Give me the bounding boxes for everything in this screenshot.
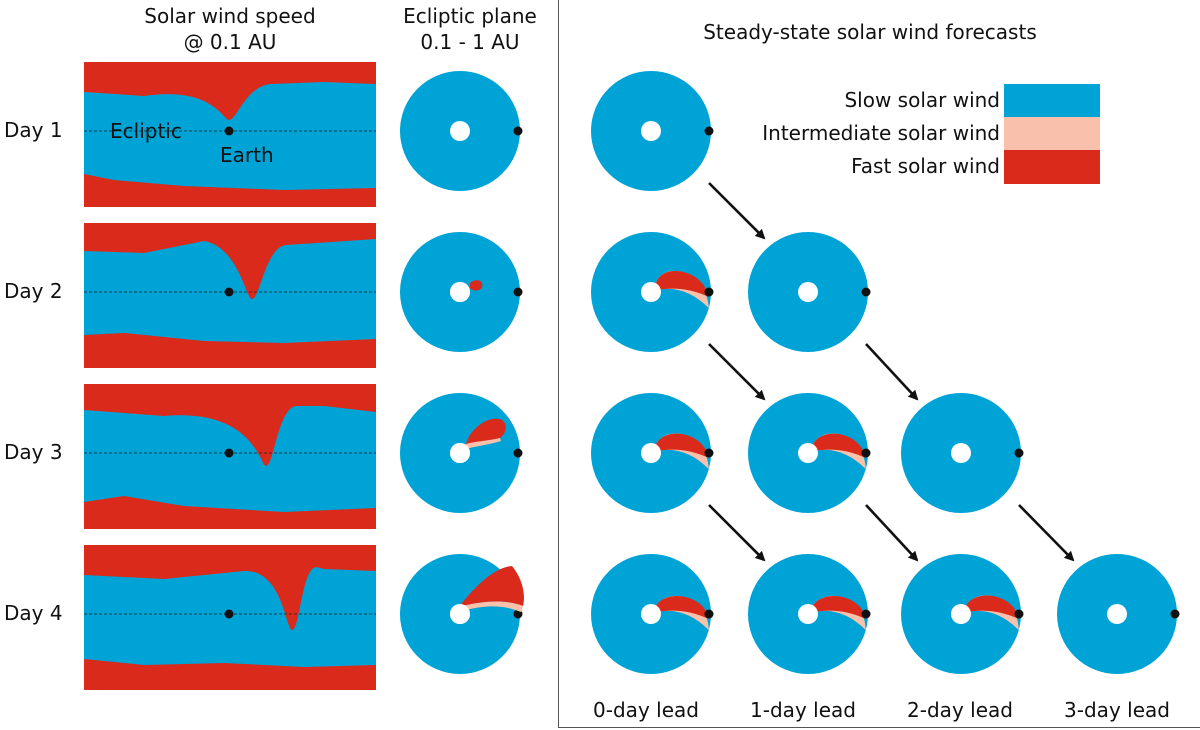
col2-header-line2: 0.1 - 1 AU bbox=[420, 30, 520, 54]
forecast-disk-r1-c1-earth-marker bbox=[704, 126, 714, 136]
lead-label-0: 0-day lead bbox=[593, 698, 699, 722]
forecast-arrow-2 bbox=[708, 343, 766, 401]
forecast-disk-r3-c1-earth-marker bbox=[704, 448, 714, 458]
forecast-disk-r4-c2-fast-stream bbox=[813, 596, 866, 619]
earth-label: Earth bbox=[220, 143, 274, 167]
earth-marker-map-day-3 bbox=[224, 448, 234, 458]
forecast-arrow-5 bbox=[865, 504, 919, 562]
synoptic-map-day-1-slow-region bbox=[84, 82, 376, 190]
ecliptic-disk-day-3-sun-hole-top bbox=[450, 443, 470, 463]
row-label-day-4: Day 4 bbox=[4, 601, 63, 625]
legend-label-intermediate: Intermediate solar wind bbox=[762, 121, 1000, 145]
ecliptic-disk-day-3-fast-blob bbox=[466, 418, 506, 448]
panel-divider-bottom bbox=[558, 727, 1200, 728]
forecast-disk-r4-c1-sun-hole bbox=[641, 604, 661, 624]
ecliptic-disk-day-4-sun-hole-top bbox=[450, 604, 470, 624]
lead-label-2: 2-day lead bbox=[907, 698, 1013, 722]
forecast-arrow-3 bbox=[865, 343, 919, 401]
forecast-disk-r4-c3-fast-stream bbox=[966, 595, 1019, 619]
forecast-disk-r2-c2-sun-hole bbox=[798, 282, 818, 302]
ecliptic-disk-day-1-earth-marker bbox=[513, 126, 523, 136]
legend-swatch-fast bbox=[1004, 150, 1100, 184]
forecast-disk-r3-c2-sun-hole bbox=[798, 443, 818, 463]
earth-marker-map-day-4 bbox=[224, 609, 234, 619]
lead-label-3: 3-day lead bbox=[1064, 698, 1170, 722]
legend-row-intermediate: Intermediate solar wind bbox=[762, 117, 1100, 151]
forecast-disk-r2-c1-earth-marker bbox=[704, 287, 714, 297]
forecast-disk-r4-c1-fast-stream bbox=[656, 596, 709, 619]
forecast-arrow-1 bbox=[708, 182, 766, 240]
panel-divider bbox=[558, 0, 559, 727]
ecliptic-disk-day-2-fast-blob bbox=[470, 280, 483, 291]
forecast-disk-r4-c3-sun-hole bbox=[951, 604, 971, 624]
forecast-disk-r3-c1-sun-hole bbox=[641, 443, 661, 463]
forecast-disk-r4-c2-earth-marker bbox=[861, 609, 871, 619]
forecast-disk-r3-c3-sun-hole bbox=[951, 443, 971, 463]
row-label-day-1: Day 1 bbox=[4, 118, 63, 142]
legend-label-slow: Slow solar wind bbox=[844, 88, 1000, 112]
ecliptic-disk-day-4-intermediate-blob bbox=[462, 601, 523, 612]
forecast-arrow-6 bbox=[1018, 504, 1075, 562]
forecast-disk-r2-c2-earth-marker bbox=[861, 287, 871, 297]
ecliptic-disk-day-4-fast-blob bbox=[462, 566, 524, 606]
ecliptic-disk-day-3-intermediate-blob bbox=[466, 438, 501, 449]
forecast-disk-r4-c4-sun-hole bbox=[1107, 604, 1127, 624]
legend-row-fast: Fast solar wind bbox=[800, 150, 1100, 184]
forecast-disk-r4-c3-earth-marker bbox=[1014, 609, 1024, 619]
ecliptic-disk-day-3-earth-marker bbox=[513, 448, 523, 458]
forecast-disk-r4-c2-sun-hole bbox=[798, 604, 818, 624]
forecast-disk-r2-c1-sun-hole bbox=[641, 282, 661, 302]
col1-header-line2: @ 0.1 AU bbox=[183, 30, 277, 54]
forecast-disk-r2-c1-fast-stream bbox=[656, 271, 709, 297]
lead-label-1: 1-day lead bbox=[750, 698, 856, 722]
synoptic-map-day-3-slow-region bbox=[84, 406, 376, 512]
legend: Slow solar wind Intermediate solar wind … bbox=[762, 84, 1100, 184]
legend-label-fast: Fast solar wind bbox=[851, 154, 1000, 178]
earth-marker-map-day-1 bbox=[224, 126, 234, 136]
forecast-disk-r1-c1-sun-hole bbox=[641, 121, 661, 141]
ecliptic-disk-day-2-sun-hole-top bbox=[450, 282, 470, 302]
forecast-disk-r4-c4-earth-marker bbox=[1170, 609, 1180, 619]
legend-swatch-intermediate bbox=[1004, 117, 1100, 151]
row-label-day-2: Day 2 bbox=[4, 279, 63, 303]
ecliptic-label: Ecliptic bbox=[110, 119, 182, 143]
row-label-day-3: Day 3 bbox=[4, 440, 63, 464]
ecliptic-disk-day-1-sun-hole bbox=[450, 121, 470, 141]
forecast-arrow-4 bbox=[708, 504, 766, 562]
earth-marker-map-day-2 bbox=[224, 287, 234, 297]
legend-row-slow: Slow solar wind bbox=[800, 84, 1100, 118]
legend-swatch-slow bbox=[1004, 84, 1100, 118]
col1-header-line1: Solar wind speed bbox=[144, 4, 316, 28]
forecast-disk-r3-c2-fast-stream bbox=[813, 433, 866, 458]
forecast-disk-r3-c2-earth-marker bbox=[861, 448, 871, 458]
col2-header-line1: Ecliptic plane bbox=[403, 4, 537, 28]
forecasts-title: Steady-state solar wind forecasts bbox=[703, 20, 1037, 44]
forecast-disk-r3-c1-fast-stream bbox=[656, 433, 709, 458]
forecast-disk-r3-c3-earth-marker bbox=[1014, 448, 1024, 458]
ecliptic-disk-day-4-earth-marker bbox=[513, 609, 523, 619]
forecast-disk-r4-c1-earth-marker bbox=[704, 609, 714, 619]
ecliptic-disk-day-2-earth-marker bbox=[513, 287, 523, 297]
